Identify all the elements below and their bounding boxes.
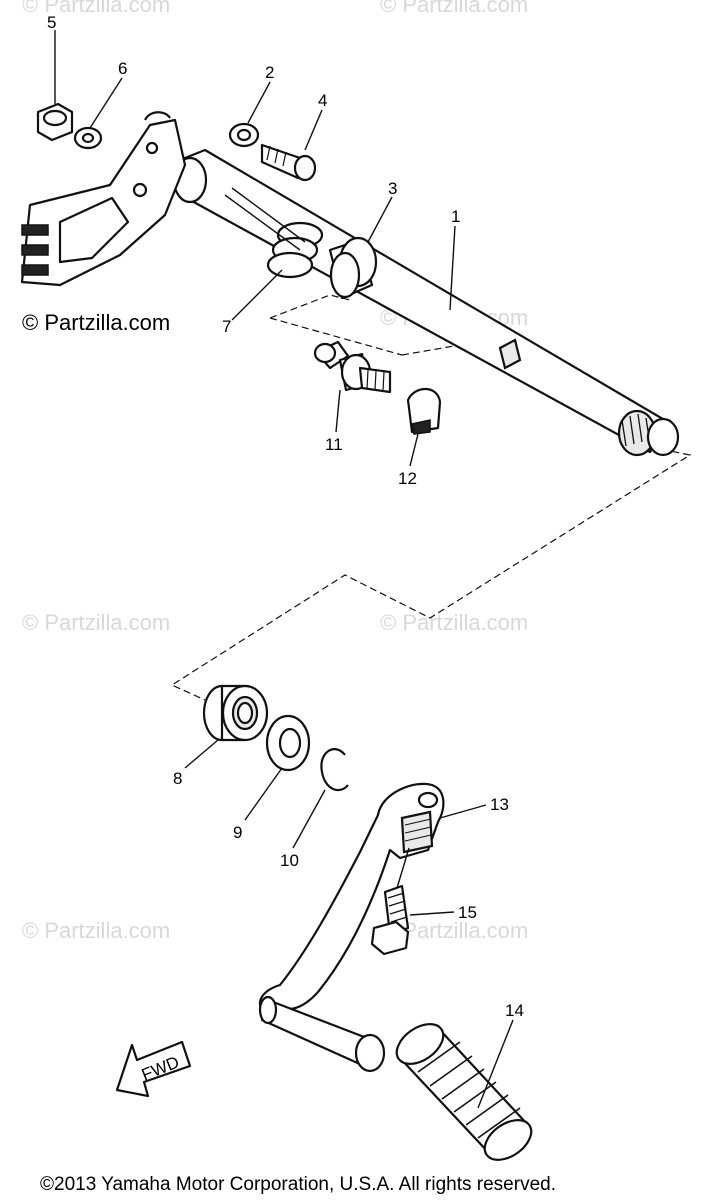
reference-outline [170,294,692,701]
torsion-spring-part [224,187,324,279]
callout-3: 3 [388,179,397,198]
watermark-main: © Partzilla.com [22,310,170,335]
washer-part [228,122,260,148]
watermark: © Partzilla.com [380,610,528,635]
collar-part [328,236,378,300]
copyright-notice: ©2013 Yamaha Motor Corporation, U.S.A. A… [40,1174,556,1195]
callout-labels: 5 6 2 4 3 1 7 11 12 8 9 10 13 15 14 [47,13,524,1020]
shift-pedal-part [258,782,445,1073]
callout-1: 1 [451,207,460,226]
callout-5: 5 [47,13,56,32]
callout-4: 4 [318,91,327,110]
callout-11: 11 [325,435,343,454]
circlip-part [320,748,349,792]
clip-part [406,387,442,435]
watermark: © Partzilla.com [22,918,170,943]
callout-6: 6 [118,59,127,78]
callout-12: 12 [398,469,417,488]
callout-10: 10 [280,851,299,870]
callout-14: 14 [505,1001,524,1020]
callout-15: 15 [458,903,477,922]
callout-13: 13 [490,795,509,814]
stopper-bolt-part [313,340,392,394]
pinch-bolt-part [370,884,410,956]
stud-bolt-part [260,143,317,182]
pedal-rubber-part [395,1023,533,1161]
plain-washer-part [265,714,311,772]
callout-8: 8 [173,769,182,788]
lock-washer-part [73,126,103,150]
callout-9: 9 [233,823,242,842]
shift-arm-part [20,111,187,287]
callout-7: 7 [222,317,231,336]
oil-seal-part [202,684,269,742]
leader-lines [54,30,514,1109]
fwd-arrow-icon: FWD [115,1040,192,1098]
callout-2: 2 [265,63,274,82]
watermark: © Partzilla.com [380,0,528,17]
watermark: © Partzilla.com [22,610,170,635]
watermark: © Partzilla.com [22,0,170,17]
nut-part [36,102,74,142]
